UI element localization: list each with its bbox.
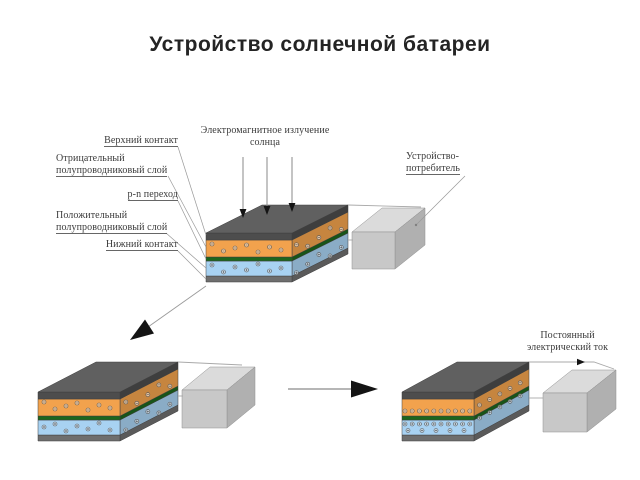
positive-layer-front <box>37 419 121 436</box>
current-direction-arrowhead <box>577 358 585 366</box>
negative-label-line2: полупроводниковый слой <box>56 164 168 177</box>
dc-label-line1: Постоянный <box>540 330 595 341</box>
consumer-cube-right <box>542 369 617 433</box>
consumer-cube-main <box>351 207 426 270</box>
direct-current-label: Постоянный электрический ток <box>495 330 640 353</box>
sun-radiation-arrows <box>239 157 296 218</box>
solar-cell-main <box>205 204 349 283</box>
dc-label-line2: электрический ток <box>526 341 609 353</box>
top-contact-front <box>205 232 293 241</box>
positive-label-line2: полупроводниковый слой <box>56 221 168 234</box>
top-contact-label: Верхний контакт <box>104 135 178 147</box>
consumer-label-line1: Устройство- <box>406 151 460 162</box>
slide-title: Устройство солнечной батареи <box>149 33 491 56</box>
pn-junction-layer-front <box>401 415 475 421</box>
top-contact-front <box>37 391 121 400</box>
bottom-contact-layer-front <box>401 434 475 442</box>
top-contact-front <box>401 391 475 400</box>
negative-layer-front <box>205 239 293 258</box>
negative-semiconductor-label: Отрицательный полупроводниковый слой <box>56 153 191 177</box>
positive-label-line1: Положительный <box>56 210 128 221</box>
consumer-cube-left <box>181 366 256 429</box>
electromagnetic-radiation-label: Электромагнитное излучение солнца <box>185 125 345 148</box>
bottom-contact-label: Нижний контакт <box>105 239 178 251</box>
charge-symbols-main <box>209 225 344 276</box>
circuit-wires <box>177 204 615 399</box>
positive-semiconductor-label: Положительный полупроводниковый слой <box>56 210 191 234</box>
negative-layer-front <box>401 398 475 417</box>
bottom-contact-layer-front <box>205 275 293 283</box>
label-leader-lines <box>165 146 466 280</box>
solar-cell-absorbing <box>37 361 179 442</box>
radiation-label-line1: Электромагнитное излучение <box>200 125 330 136</box>
charge-symbols-right-junction <box>402 380 523 433</box>
charge-symbols-left <box>41 382 173 434</box>
negative-layer-front <box>37 398 121 417</box>
pn-junction-layer-front <box>37 415 121 421</box>
pn-junction-label: p-n переход <box>127 189 178 201</box>
pn-junction-layer-front <box>205 256 293 262</box>
radiation-label-line2: солнца <box>249 136 281 148</box>
flow-arrow-horizontal <box>288 380 378 398</box>
flow-arrow-diagonal <box>130 285 207 340</box>
negative-label-line1: Отрицательный <box>56 153 125 164</box>
bottom-contact-layer-front <box>37 434 121 442</box>
consumer-label-line2: потребитель <box>406 162 461 175</box>
consumer-device-label: Устройство- потребитель <box>406 151 496 175</box>
